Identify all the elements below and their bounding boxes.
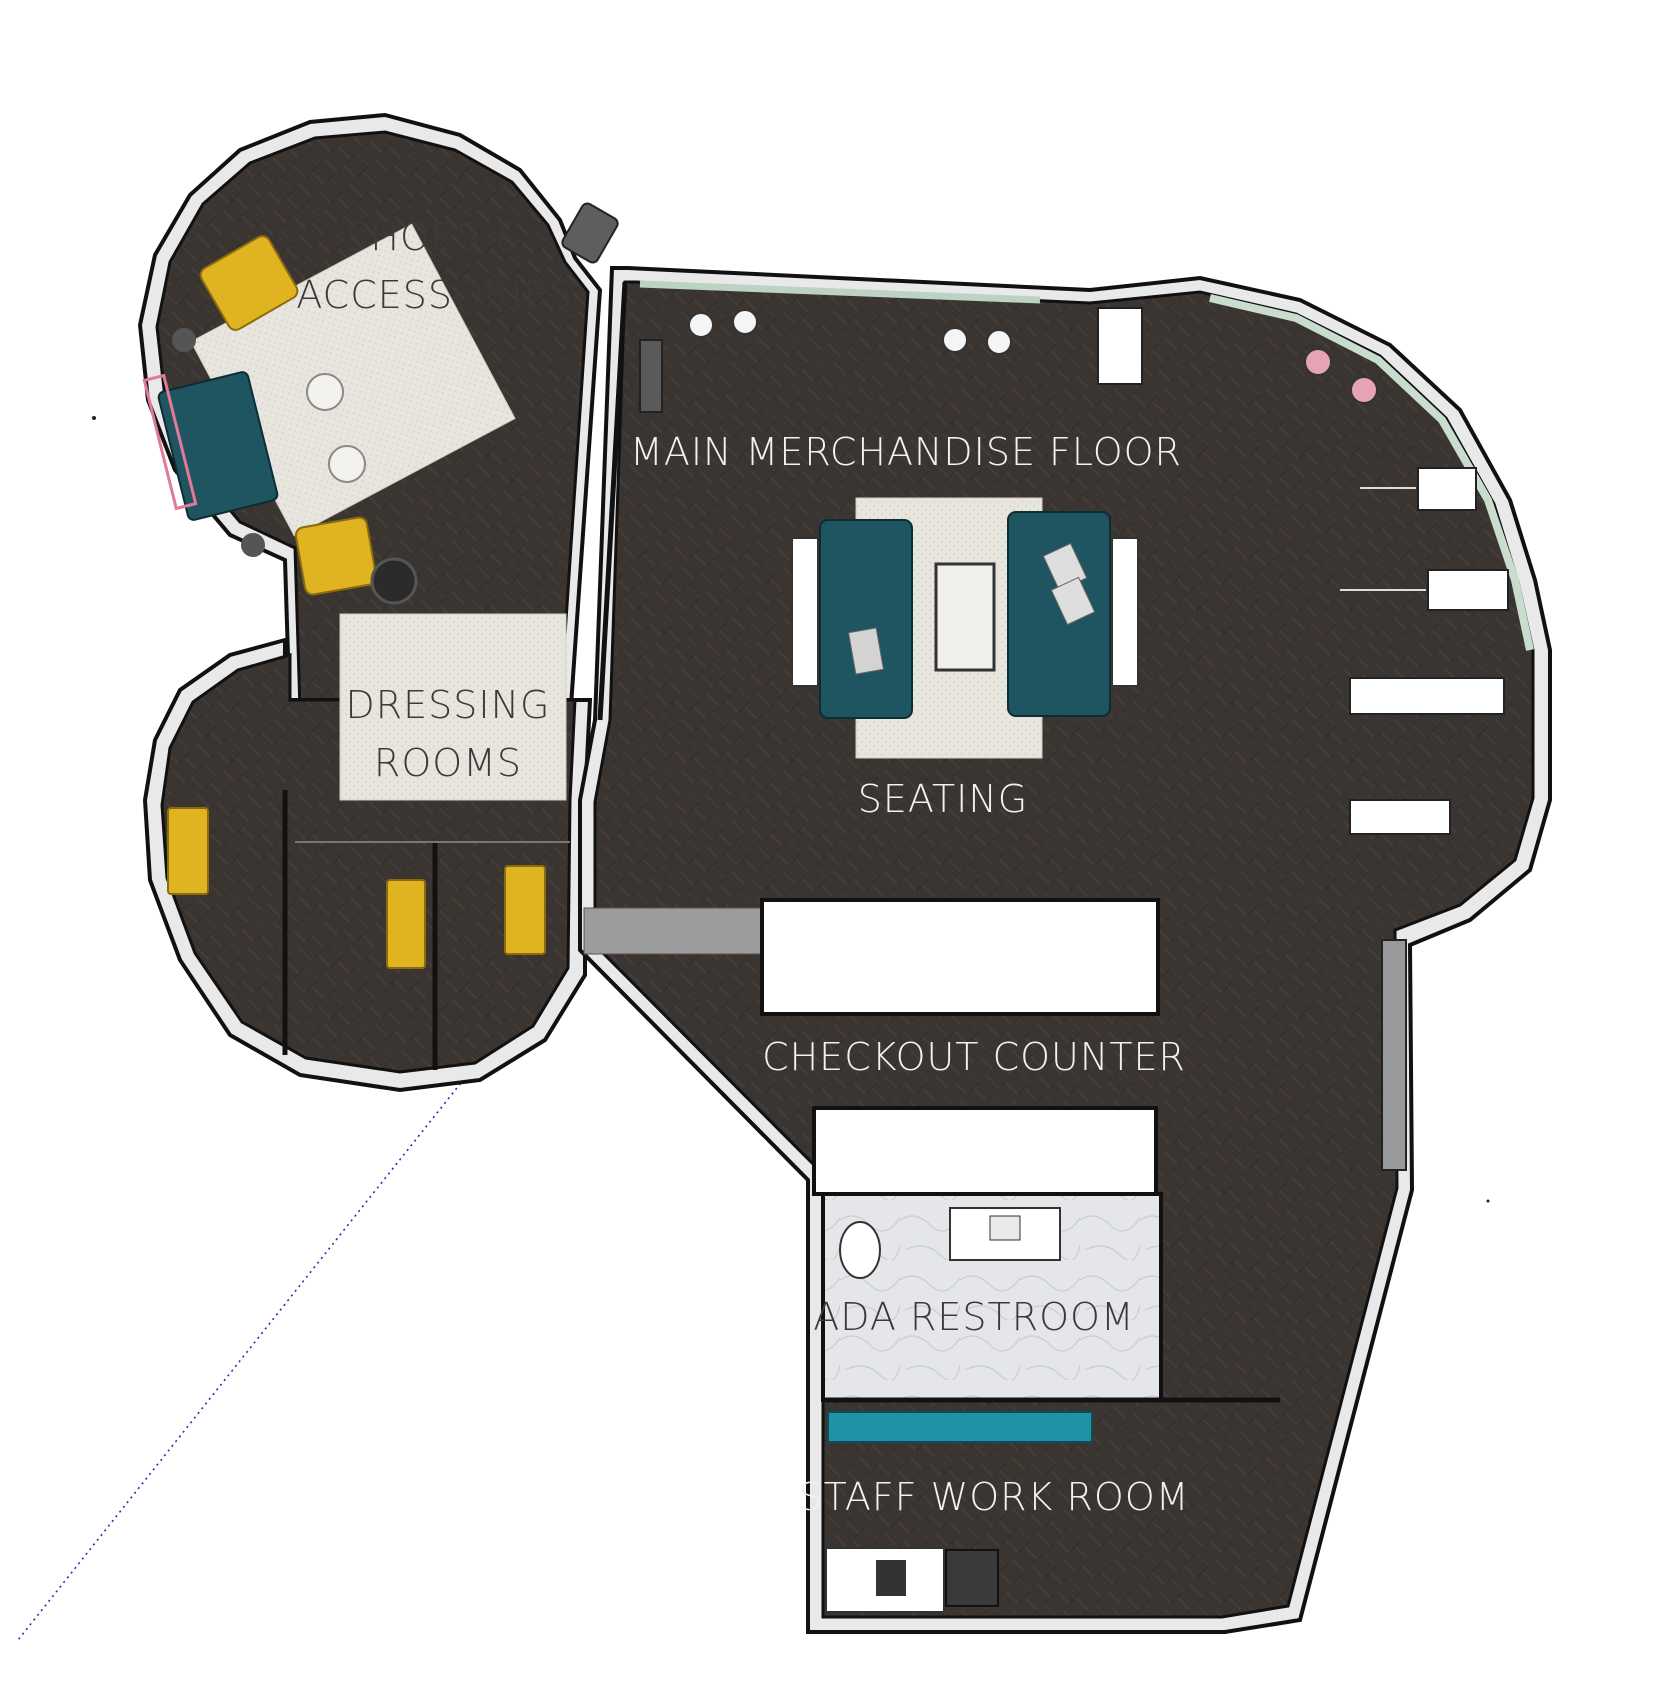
room-label-restroom: ADA RESTROOM (813, 1295, 1134, 1339)
wall-shelving (1381, 939, 1407, 1171)
display-shelf (791, 537, 819, 687)
ottoman (328, 445, 366, 483)
dressing-rug (339, 613, 567, 801)
room-label-seating: SEATING (858, 777, 1028, 821)
sink-basin (989, 1215, 1021, 1241)
ottoman (306, 373, 344, 411)
guide-line (17, 1073, 469, 1641)
mannequin-icon (688, 312, 714, 338)
teal-sofa (1007, 511, 1111, 717)
bench-icon (167, 807, 209, 895)
mannequin-icon (1304, 348, 1332, 376)
merchandise-displays (639, 307, 1509, 835)
dressing-area (167, 613, 570, 1070)
mannequin-icon (942, 327, 968, 353)
armchair (199, 235, 299, 331)
shoe-shelf-icon (639, 339, 663, 413)
printer (876, 1560, 906, 1596)
teal-sofa (819, 519, 913, 719)
room-label-main-floor: MAIN MERCHANDISE FLOOR (630, 430, 1182, 474)
magazine (847, 627, 885, 675)
side-table (370, 557, 418, 605)
display-shelf (1111, 537, 1139, 687)
shoe-shelf-icon (1097, 307, 1143, 385)
ada-restroom (821, 1192, 1163, 1402)
staff-desk (825, 1547, 945, 1613)
magazine (1050, 576, 1096, 626)
coffee-table (934, 562, 996, 672)
checkout-ramp (583, 907, 771, 955)
room-label-accessories: ACCESSORIES (296, 273, 573, 317)
stray-mark (1486, 1199, 1490, 1203)
pink-frame (142, 373, 198, 511)
bench-icon (386, 879, 426, 969)
bench-icon (504, 865, 546, 955)
clothing-rack-icon (1349, 799, 1451, 835)
shoe-display (241, 533, 265, 557)
mannequin-icon (1350, 376, 1378, 404)
armchair (294, 516, 378, 596)
seating-area (791, 497, 1139, 759)
clothing-rack-icon (1427, 569, 1509, 611)
room-label-staff: STAFF WORK ROOM (798, 1475, 1189, 1519)
back-counter (812, 1106, 1158, 1196)
shoe-display (172, 328, 196, 352)
room-label-checkout: CHECKOUT COUNTER (762, 1035, 1186, 1079)
mannequin-icon (986, 329, 1012, 355)
teal-sofa (157, 371, 279, 521)
shoes-furniture (142, 202, 619, 605)
room-label-shoes: SHOES & (345, 215, 524, 259)
bench-icon (827, 1411, 1093, 1443)
cabinet (945, 1549, 999, 1607)
stray-mark (92, 416, 96, 420)
checkout-counter (760, 898, 1160, 1016)
room-label-rooms: ROOMS (374, 741, 522, 785)
checkout-area (583, 898, 1160, 1016)
toilet-icon (839, 1221, 881, 1279)
partition-wall (597, 281, 628, 721)
mannequin-icon (732, 309, 758, 335)
room-label-dressing: DRESSING (346, 683, 551, 727)
clothing-rack-icon (1349, 677, 1505, 715)
clothing-rack-icon (1417, 467, 1477, 511)
staff-work-room (823, 1397, 1280, 1613)
shoe-shelf-icon (561, 202, 619, 264)
